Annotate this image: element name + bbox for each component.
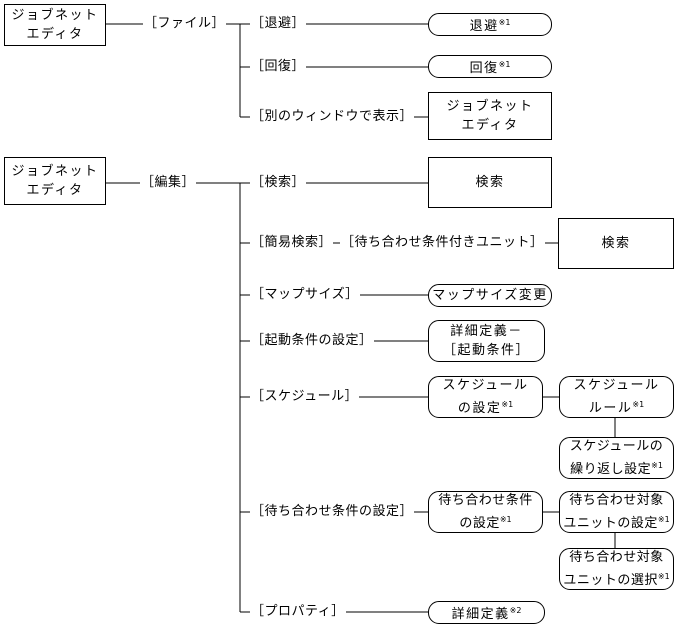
search-box: 検索 [428,157,552,208]
search-text: 検索 [475,175,505,190]
box-line1: スケジュール [442,378,529,393]
menu-file-label: ［ファイル］ [143,16,227,32]
note-marker: ※2 [509,606,522,615]
box-line2: の設定 [459,516,500,531]
note-marker: ※1 [657,572,670,581]
note-marker: ※1 [632,400,645,409]
restore-text: 回復 [469,61,499,76]
detail-start-condition-box: 詳細定義－ ［起動条件］ [428,320,545,362]
box-line1: 待ち合わせ条件 [438,493,533,508]
box-line2: ユニットの設定 [563,516,658,531]
menu-evacuate-label: ［退避］ [250,16,307,32]
note-marker: ※1 [498,18,511,27]
simple-search-text: 検索 [601,236,631,251]
note-marker: ※1 [501,400,514,409]
menu-edit-label: ［編集］ [140,175,197,191]
menu-schedule-label: ［スケジュール］ [250,389,360,405]
box-line2: 繰り返し設定 [570,462,652,477]
wait-target-select-box: 待ち合わせ対象 ユニットの選択※1 [559,548,674,590]
box-line1: ジョブネット [446,99,534,114]
menu-simple-search-label: ［簡易検索］ [250,235,334,251]
restore-box: 回復※1 [428,55,552,78]
root-line1: ジョブネット [11,164,99,179]
detail-definition-box: 詳細定義※2 [428,601,545,624]
box-line2: の設定 [457,401,502,416]
menu-wait-condition-label: ［待ち合わせ条件の設定］ [250,504,415,520]
schedule-repeat-box: スケジュールの 繰り返し設定※1 [559,437,674,479]
schedule-rule-box: スケジュール ルール※1 [559,376,674,418]
menu-property-label: ［プロパティ］ [250,604,346,620]
box-line1: スケジュールの [569,439,664,454]
menu-jobnet-with-wait-label: ［待ち合わせ条件付きユニット］ [340,235,545,251]
menu-search-label: ［検索］ [250,175,307,191]
root-line1: ジョブネット [11,8,99,23]
note-marker: ※1 [499,515,512,524]
jobnet-editor-root-edit: ジョブネット エディタ [4,157,106,205]
root-line2: エディタ [26,183,84,198]
box-line1: 待ち合わせ対象 [569,493,664,508]
simple-search-box: 検索 [558,218,674,269]
box-line1: 詳細定義－ [450,324,523,339]
box-line1: 待ち合わせ対象 [569,550,664,565]
jobnet-editor-window-box: ジョブネット エディタ [428,92,552,140]
note-marker: ※1 [657,515,670,524]
map-size-change-box: マップサイズ変更 [428,284,552,307]
menu-other-window-label: ［別のウィンドウで表示］ [250,109,415,125]
box-line2: ［起動条件］ [442,343,530,358]
map-size-change-text: マップサイズ変更 [432,288,548,303]
wait-target-setting-box: 待ち合わせ対象 ユニットの設定※1 [559,491,674,533]
jobnet-editor-root-file: ジョブネット エディタ [4,4,106,46]
box-line2: ユニットの選択 [563,573,658,588]
note-marker: ※1 [498,60,511,69]
menu-start-condition-label: ［起動条件の設定］ [250,333,374,349]
evacuate-box: 退避※1 [428,13,552,36]
box-line2: ルール [588,401,633,416]
wait-condition-setting-box: 待ち合わせ条件 の設定※1 [428,491,543,533]
detail-definition-text: 詳細定義 [451,607,510,622]
root-line2: エディタ [26,27,84,42]
box-line1: スケジュール [573,378,660,393]
evacuate-text: 退避 [469,19,499,34]
menu-restore-label: ［回復］ [250,59,307,75]
note-marker: ※1 [651,461,663,470]
box-line2: エディタ [461,118,519,133]
menu-map-size-label: ［マップサイズ］ [250,287,360,303]
schedule-setting-box: スケジュール の設定※1 [428,376,543,418]
